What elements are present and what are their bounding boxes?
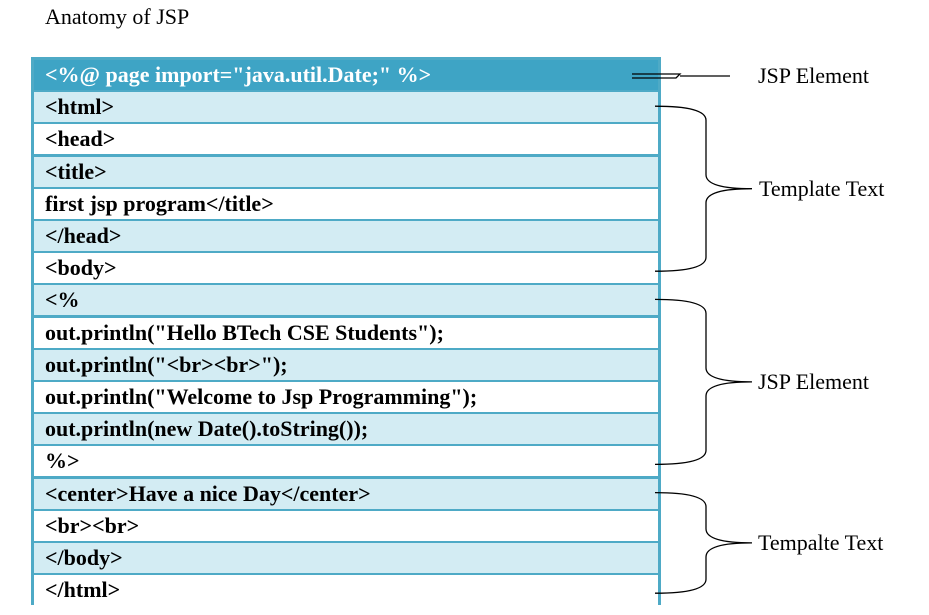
annotation-label: Tempalte Text [758, 529, 884, 555]
brace [654, 105, 753, 272]
code-line: <br><br> [34, 510, 658, 541]
diagram-title: Anatomy of JSP [45, 4, 190, 29]
code-line: </html> [34, 575, 658, 606]
code-line-header: <%@ page import="java.util.Date;" %> [34, 60, 658, 90]
code-line: out.println("<br><br>"); [34, 349, 658, 380]
annotation-label: JSP Element [758, 368, 870, 394]
code-line: <html> [34, 92, 658, 123]
code-line: out.println("Welcome to Jsp Programming"… [34, 382, 658, 412]
code-line: <body> [34, 253, 658, 284]
annotation-label: JSP Element [758, 63, 870, 88]
code-line: <head> [34, 124, 658, 155]
code-listing-table: <%@ page import="java.util.Date;" %><htm… [31, 57, 661, 606]
code-line: first jsp program</title> [34, 188, 658, 219]
code-line: <% [34, 285, 658, 316]
code-line: out.println("Hello BTech CSE Students"); [34, 317, 658, 348]
code-line: <title> [34, 156, 658, 187]
code-line: </body> [34, 543, 658, 573]
brace [654, 491, 753, 594]
annotation-label: Template Text [759, 175, 885, 201]
code-line: </head> [34, 221, 658, 251]
code-line: %> [34, 446, 658, 477]
brace [654, 298, 753, 466]
code-line: out.println(new Date().toString()); [34, 414, 658, 445]
code-line: <center>Have a nice Day</center> [34, 478, 658, 509]
